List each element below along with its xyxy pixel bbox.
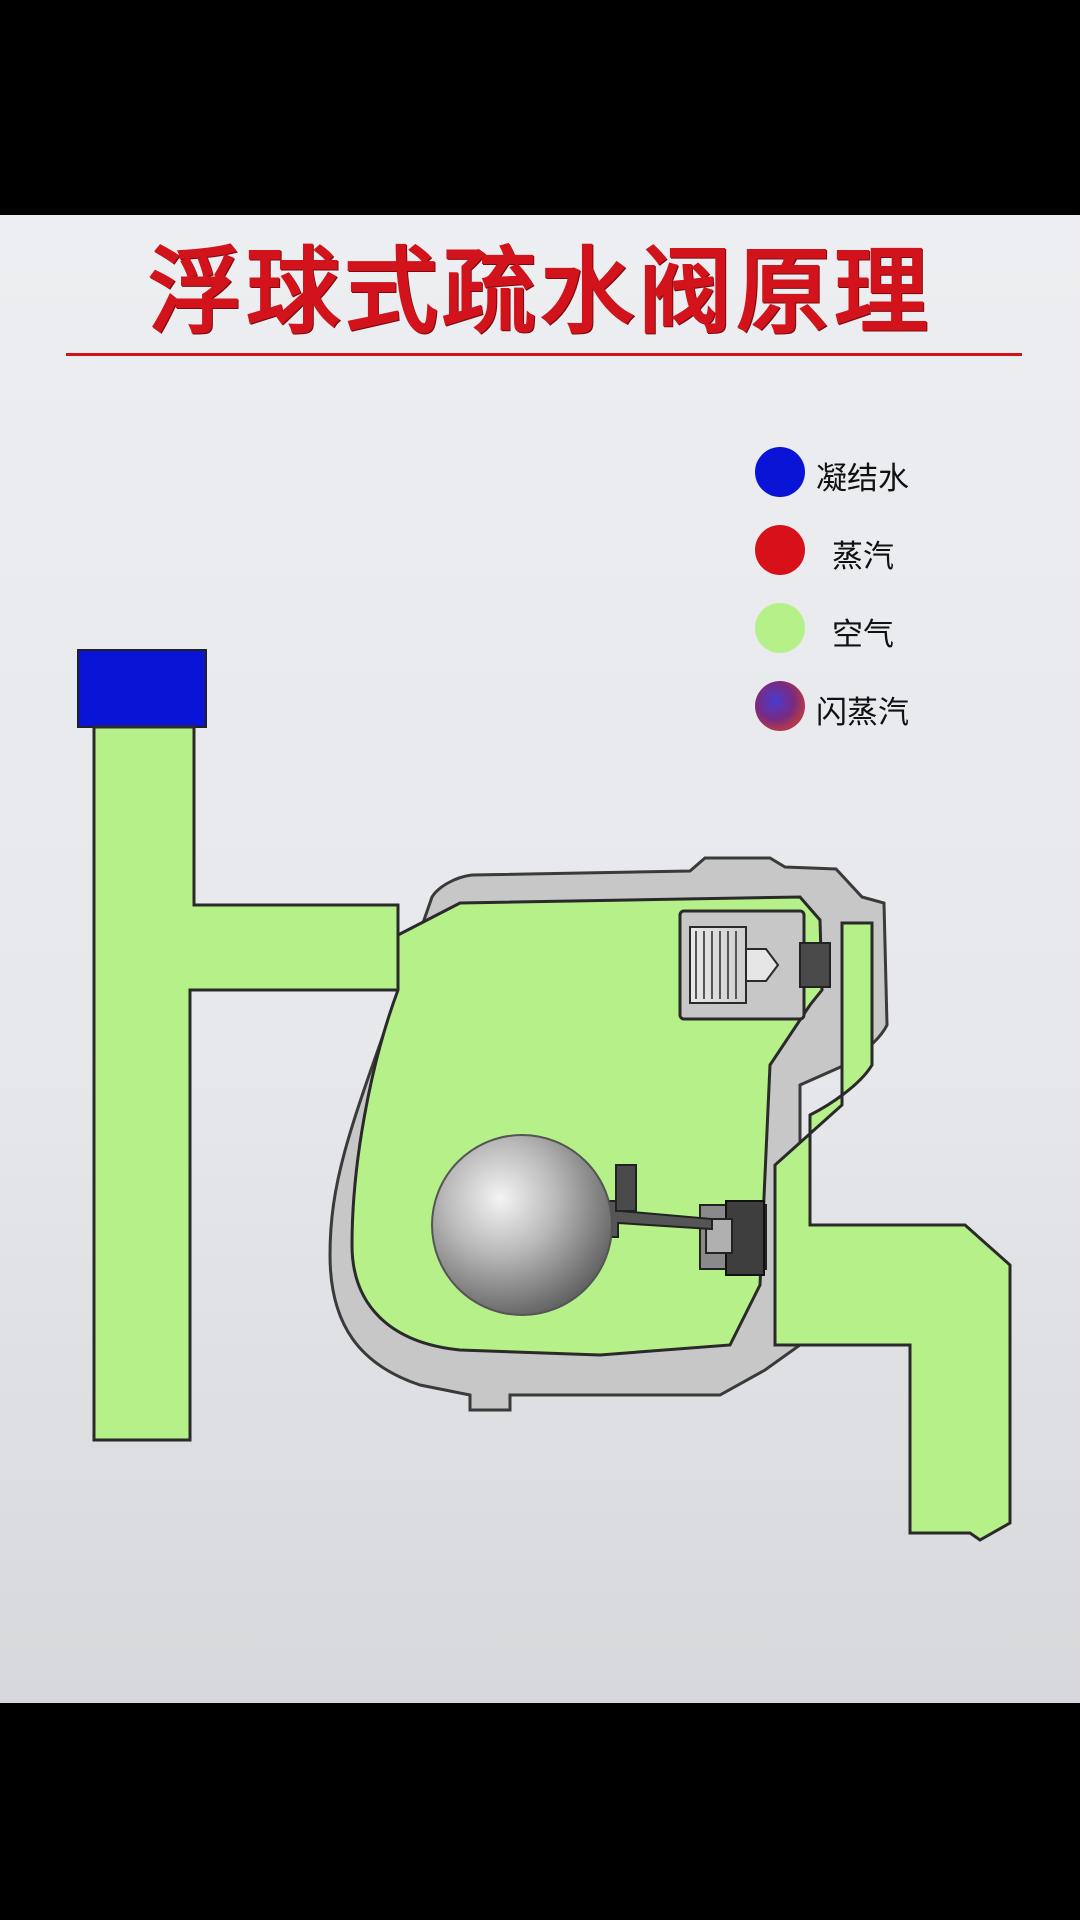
air-swatch-icon bbox=[755, 603, 805, 653]
legend: 凝结水 蒸汽 空气 闪蒸汽 bbox=[752, 443, 972, 755]
lever-bracket bbox=[615, 1164, 637, 1212]
condensate-swatch-icon bbox=[755, 447, 805, 497]
legend-label: 蒸汽 bbox=[832, 539, 894, 575]
flash-steam-swatch-icon bbox=[755, 681, 805, 731]
float-trap-diagram bbox=[77, 649, 1012, 1542]
page-title: 浮球式疏水阀原理 bbox=[147, 237, 932, 347]
top-letterbox bbox=[0, 0, 1080, 215]
steam-swatch-icon bbox=[755, 525, 805, 575]
float-ball-icon bbox=[431, 1134, 613, 1316]
legend-item-condensate: 凝结水 bbox=[752, 443, 972, 521]
legend-label: 空气 bbox=[832, 617, 894, 653]
outlet-pipe bbox=[773, 921, 1012, 1542]
air-vent-needle bbox=[745, 948, 780, 982]
diagram-panel: 浮球式疏水阀原理 凝结水 蒸汽 空气 闪蒸汽 bbox=[0, 215, 1080, 1703]
legend-label: 凝结水 bbox=[816, 461, 909, 497]
legend-item-flash-steam: 闪蒸汽 bbox=[752, 677, 972, 755]
thermostatic-air-vent-icon bbox=[689, 926, 747, 1004]
bellows-ribs bbox=[695, 931, 737, 999]
bottom-letterbox bbox=[0, 1703, 1080, 1920]
condensate-inlet-block bbox=[77, 649, 207, 728]
title-underline bbox=[66, 353, 1022, 356]
legend-label: 闪蒸汽 bbox=[816, 695, 909, 731]
legend-item-steam: 蒸汽 bbox=[752, 521, 972, 599]
air-vent-seat bbox=[799, 942, 831, 988]
legend-item-air: 空气 bbox=[752, 599, 972, 677]
